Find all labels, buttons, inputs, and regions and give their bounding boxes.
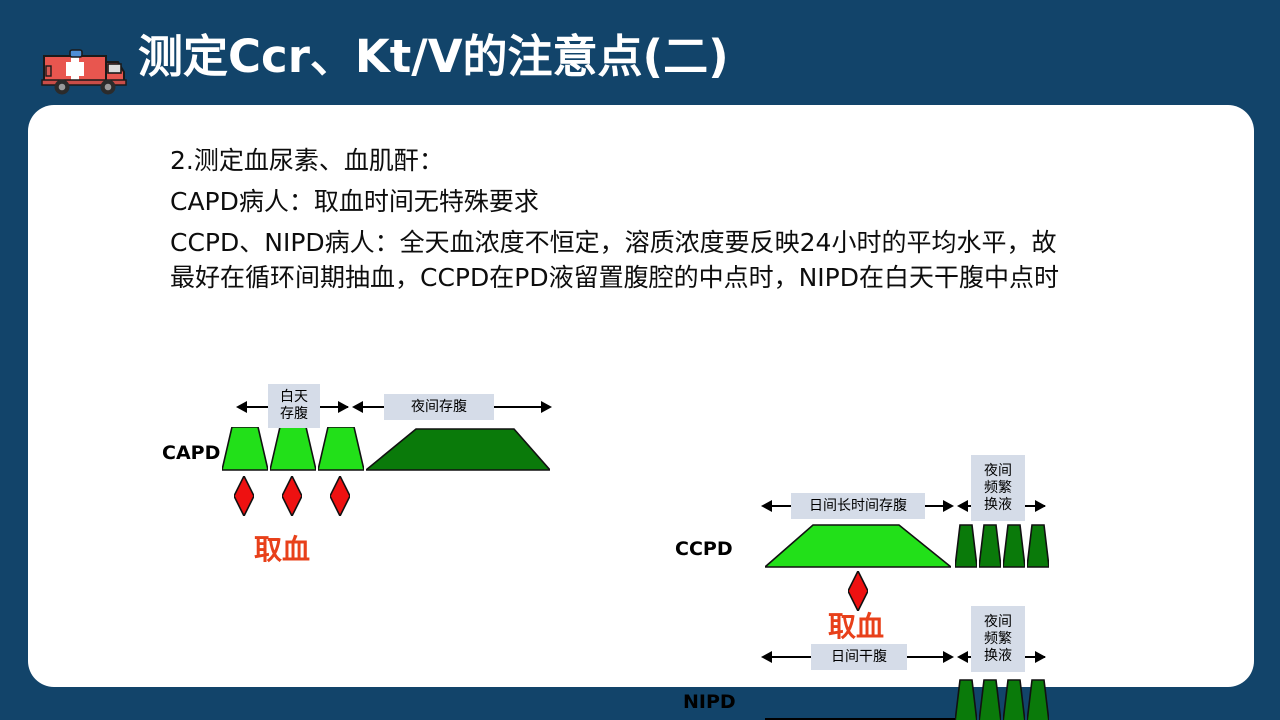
paragraph-3: CCPD、NIPD病人：全天血浓度不恒定，溶质浓度要反映24小时的平均水平，故最…: [170, 228, 1059, 292]
slide-header: 测定Ccr、Kt/V的注意点(二): [0, 0, 1280, 105]
capd-night-dwell: [363, 427, 552, 477]
ccpd-sample-label: 取血: [828, 610, 885, 643]
nipd-dry-day-baseline: [765, 718, 957, 720]
capd-day-tag: 白天 存腹: [268, 384, 320, 428]
nipd-night-exchange-3: [1002, 678, 1026, 720]
nipd-diagram: NIPD 日间干腹 夜间 频繁 换液: [643, 490, 1063, 720]
content-card: 2.测定血尿素、血肌酐： CAPD病人：取血时间无特殊要求 CCPD、NIPD病…: [28, 105, 1254, 720]
ccpd-night-arrow-head-left: [957, 500, 968, 512]
capd-day-arrow-head-right: [338, 401, 349, 413]
ccpd-diagram: CCPD 日间长时间存腹 夜间 频繁 换液: [643, 335, 1063, 643]
nipd-night-exchange-1: [954, 678, 978, 720]
ccpd-day-arrow-head-right: [943, 500, 954, 512]
nipd-night-exchange-2: [978, 678, 1002, 720]
body-text: 2.测定血尿素、血肌酐： CAPD病人：取血时间无特殊要求 CCPD、NIPD病…: [170, 143, 1170, 295]
capd-sample-mark-2: [281, 474, 303, 521]
nipd-night-exchange-4: [1026, 678, 1050, 720]
capd-sample-mark-1: [233, 474, 255, 521]
capd-day-arrow-head-left: [236, 401, 247, 413]
ccpd-day-tag: 日间长时间存腹: [791, 493, 925, 519]
capd-diagram: CAPD 白天 存腹 夜间存腹: [138, 370, 558, 570]
capd-exchange-1: [220, 426, 270, 477]
paragraph-2: CAPD病人：取血时间无特殊要求: [170, 187, 539, 216]
capd-sample-mark-3: [329, 474, 351, 521]
capd-exchange-3: [316, 426, 366, 477]
nipd-day-arrow-head-right: [943, 651, 954, 663]
capd-night-tag: 夜间存腹: [384, 394, 494, 420]
page-title: 测定Ccr、Kt/V的注意点(二): [138, 30, 729, 83]
capd-night-arrow-head-left: [352, 401, 363, 413]
nipd-row-label: NIPD: [683, 691, 736, 713]
capd-night-arrow-head-right: [541, 401, 552, 413]
nipd-day-tag: 日间干腹: [811, 644, 907, 670]
ccpd-night-tag: 夜间 频繁 换液: [971, 455, 1025, 521]
capd-sample-label: 取血: [254, 533, 311, 566]
capd-row-label: CAPD: [162, 442, 221, 464]
nipd-night-tag: 夜间 频繁 换液: [971, 606, 1025, 672]
paragraph-1: 2.测定血尿素、血肌酐：: [170, 146, 444, 175]
ccpd-night-arrow-head-right: [1035, 500, 1046, 512]
nipd-day-arrow-head-left: [761, 651, 772, 663]
nipd-night-arrow-head-right: [1035, 651, 1046, 663]
ccpd-day-arrow-head-left: [761, 500, 772, 512]
ambulance-icon: [38, 42, 130, 98]
capd-exchange-2: [268, 426, 318, 477]
nipd-night-arrow-head-left: [957, 651, 968, 663]
ccpd-row-label: CCPD: [675, 538, 733, 560]
ccpd-sample-mark: [847, 569, 869, 616]
